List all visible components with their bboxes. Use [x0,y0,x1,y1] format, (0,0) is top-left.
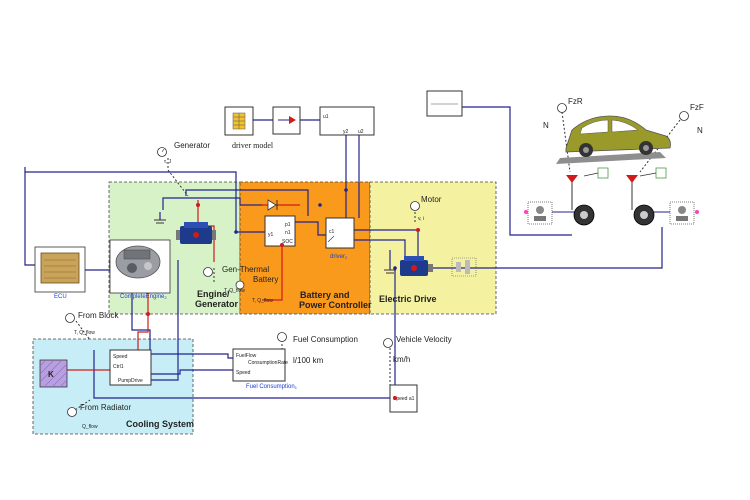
car-icon [556,115,671,164]
svg-text:K: K [48,370,54,379]
svg-text:u1: u1 [323,114,329,120]
svg-text:n1: n1 [285,230,291,236]
from-block-sensor-icon[interactable] [65,313,75,323]
ecu-label: ECU [54,294,67,300]
svg-text:SOC: SOC [282,239,293,245]
wire-speed-loop [151,369,233,375]
fzf-label: FzF [690,103,704,112]
wire-bottom-long [93,350,390,399]
battery-label: Battery [253,275,278,284]
wire-fuel-consumption [151,353,233,359]
wire-top-right [427,106,572,236]
wire-engine-mid [162,197,262,210]
rear-wheel-assembly[interactable] [524,167,609,226]
q-flow-label: Q_flow [82,424,98,430]
gearbox-icon[interactable] [451,257,477,277]
fuel-consumption-block[interactable]: FuelFlow ConsumptionRate Speed [232,348,288,382]
wire-red-battery [262,245,283,301]
from-radiator-label: From Radiator [80,403,131,412]
fzr-unit-label: N [543,121,549,130]
from-block-label: From Block [78,311,119,320]
svg-text:Speed a1: Speed a1 [393,396,415,402]
driver-model-controller-block[interactable]: u1 y2 u2 [319,106,375,136]
driver-label: driver2 [330,254,348,260]
generator-machine-icon[interactable] [176,222,216,244]
generator-ground-icon [154,219,166,224]
electric-drive-zone [369,181,497,315]
wire-ecu [85,258,111,271]
t-q-flow-batt-label: T, Q_flow [252,298,273,304]
complete-engine-block[interactable] [109,239,171,294]
svg-text:FuelFlow: FuelFlow [236,353,257,359]
motor-machine-icon[interactable] [400,256,433,276]
diode-icon [267,199,278,211]
vehicle-velocity-sensor-icon[interactable] [383,338,393,348]
gen-thermal-sensor-icon[interactable] [203,267,213,277]
battery-sensor-icon[interactable] [235,280,245,290]
electric-zone-label: Electric Drive [379,294,437,304]
svg-text:PumpDrive: PumpDrive [118,378,143,384]
power-controller-block[interactable]: y1 p1 n1 SOC [264,215,296,247]
t-q-flow-block-label: T, Q_flow [74,330,95,336]
fuel-consumption-sensor-icon[interactable] [277,332,287,342]
t-q-flow-gen-label: T, Q_flow [224,288,245,294]
engine-zone-label: Engine/Generator [195,289,239,309]
generator-label: Generator [174,141,210,150]
driver-block[interactable]: c1 [325,217,355,249]
driver-model-gain-block[interactable] [272,106,301,135]
front-wheel-assembly[interactable] [626,167,699,226]
svg-text:c1: c1 [329,229,335,235]
motor-label: Motor [421,195,442,204]
motor-ground-icon [384,269,396,274]
dash-generator [167,158,189,197]
k-gain-block[interactable]: K [39,359,68,388]
driver-model-table-block[interactable] [224,106,254,136]
connection-dots [146,188,420,400]
svg-text:y1: y1 [268,232,274,238]
motor-var-label: v, i [418,216,424,222]
velocity-unit-label: km/h [393,355,410,364]
motor-sensor-icon[interactable] [410,201,420,211]
pump-drive-block[interactable]: Speed Ctrl1 PumpDrive [109,349,152,386]
from-radiator-sensor-icon[interactable] [67,407,77,417]
fzf-unit-label: N [697,126,703,135]
gen-thermal-label: Gen-Thermal [222,265,269,274]
wire-pump-out [151,260,179,381]
svg-text:u2: u2 [358,129,364,135]
wire-ctrl-batt [292,221,326,236]
svg-text:y2: y2 [343,129,349,135]
fuel-consumption-block-label: Fuel Consumption1 [246,384,298,390]
wire-cooling-left [131,290,151,350]
generator-sensor-icon[interactable] [157,147,167,157]
fuel-unit-label: l/100 km [293,356,324,365]
fzf-sensor-icon[interactable] [679,111,689,121]
speed-sensor-block[interactable]: Speed a1 [389,384,418,413]
svg-text:Speed: Speed [236,370,251,376]
generator-var-label: τ, J [164,159,172,165]
fzr-label: FzR [568,97,583,106]
svg-text:p1: p1 [285,222,291,228]
ecu-block[interactable] [34,246,86,293]
svg-text:ConsumptionRate: ConsumptionRate [248,360,288,366]
vehicle-velocity-label: Vehicle Velocity [396,335,452,344]
svg-text:Ctrl1: Ctrl1 [113,364,124,370]
wire-top-loop [24,167,267,233]
driver-model-label: driver model [232,141,274,150]
wire-batt-motor2 [354,239,406,258]
fzr-sensor-icon[interactable] [557,103,567,113]
fuel-consumption-label: Fuel Consumption [293,335,358,344]
display-block-top[interactable] [426,90,463,117]
complete-engine-label: CompleteEngine2 [120,294,167,300]
cooling-zone-label: Cooling System [126,419,194,429]
svg-text:Speed: Speed [113,354,128,360]
wire-left-loop [24,172,36,266]
